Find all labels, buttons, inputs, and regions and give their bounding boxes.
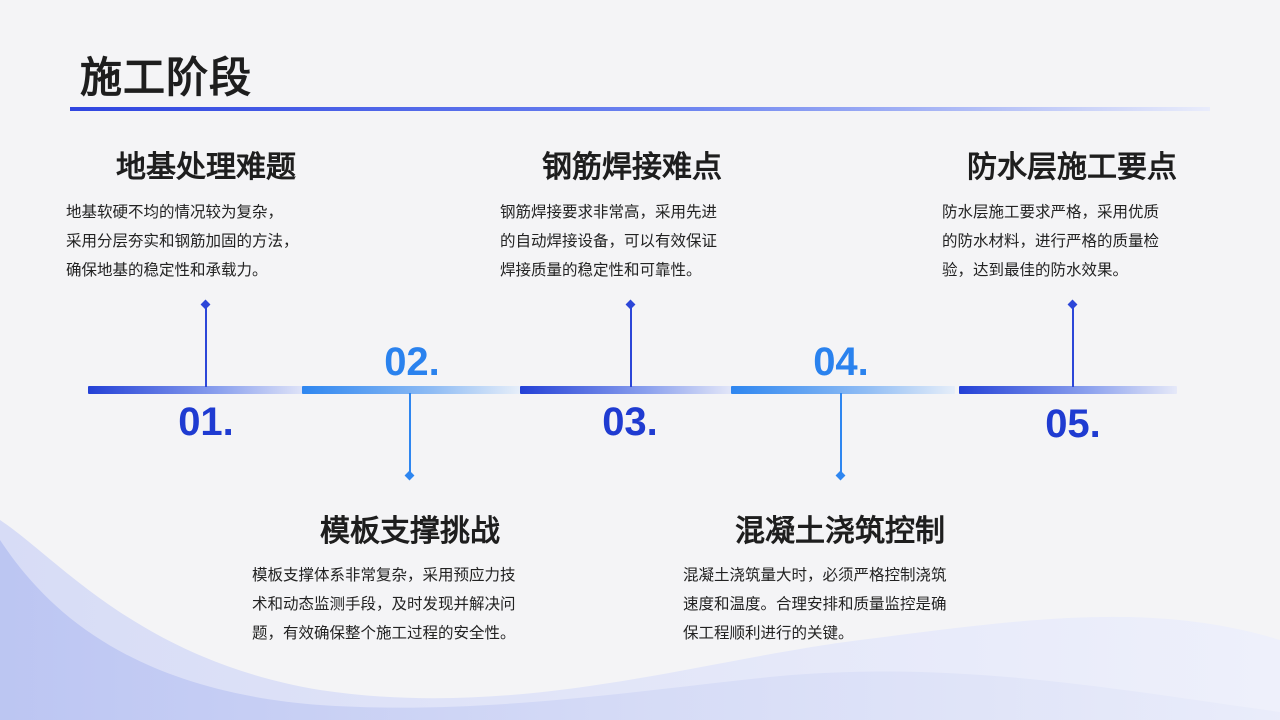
step-description-line: 模板支撑体系非常复杂，采用预应力技 [252, 566, 516, 584]
step-description-line: 地基软硬不均的情况较为复杂， [66, 203, 284, 221]
step-heading: 钢筋焊接难点 [542, 150, 722, 185]
connector-line [630, 305, 632, 387]
step-description: 钢筋焊接要求非常高，采用先进 的自动焊接设备，可以有效保证 焊接质量的稳定性和可… [500, 198, 717, 285]
timeline-bar-1 [88, 386, 310, 394]
step-description-line: 防水层施工要求严格，采用优质 [942, 203, 1160, 221]
step-description-line: 混凝土浇筑量大时，必须严格控制浇筑 [683, 566, 947, 584]
timeline-bar-5 [959, 386, 1177, 394]
timeline-bar-2 [302, 386, 520, 394]
step-description: 防水层施工要求严格，采用优质 的防水材料，进行严格的质量检 验，达到最佳的防水效… [942, 198, 1159, 285]
connector-line [409, 393, 411, 475]
step-description-line: 确保地基的稳定性和承载力。 [66, 261, 268, 279]
step-description-line: 的自动焊接设备，可以有效保证 [500, 232, 718, 250]
step-description-line: 术和动态监测手段，及时发现并解决问 [252, 595, 516, 613]
step-description: 地基软硬不均的情况较为复杂， 采用分层夯实和钢筋加固的方法， 确保地基的稳定性和… [66, 198, 299, 285]
step-description: 模板支撑体系非常复杂，采用预应力技 术和动态监测手段，及时发现并解决问 题，有效… [252, 561, 516, 648]
step-heading: 模板支撑挑战 [320, 514, 500, 549]
step-description: 混凝土浇筑量大时，必须严格控制浇筑 速度和温度。合理安排和质量监控是确 保工程顺… [683, 561, 947, 648]
connector-line [205, 305, 207, 387]
step-description-line: 钢筋焊接要求非常高，采用先进 [500, 203, 718, 221]
step-heading: 混凝土浇筑控制 [735, 514, 945, 549]
step-description-line: 采用分层夯实和钢筋加固的方法， [66, 232, 299, 250]
step-heading: 防水层施工要点 [967, 150, 1177, 185]
step-description-line: 验，达到最佳的防水效果。 [942, 261, 1129, 279]
step-description-line: 保工程顺利进行的关键。 [683, 624, 854, 642]
step-description-line: 的防水材料，进行严格的质量检 [942, 232, 1160, 250]
step-description-line: 焊接质量的稳定性和可靠性。 [500, 261, 702, 279]
step-number: 04. [813, 340, 869, 384]
step-number: 01. [178, 400, 234, 444]
timeline-bar-3 [520, 386, 735, 394]
step-number: 03. [602, 400, 658, 444]
connector-line [1072, 305, 1074, 387]
step-number: 02. [384, 340, 440, 384]
connector-line [840, 393, 842, 475]
step-description-line: 速度和温度。合理安排和质量监控是确 [683, 595, 947, 613]
title-underline [70, 107, 1210, 111]
step-heading: 地基处理难题 [116, 150, 296, 185]
timeline-bar-4 [731, 386, 955, 394]
step-number: 05. [1045, 402, 1101, 446]
page-title: 施工阶段 [80, 53, 253, 102]
step-description-line: 题，有效确保整个施工过程的安全性。 [252, 624, 516, 642]
